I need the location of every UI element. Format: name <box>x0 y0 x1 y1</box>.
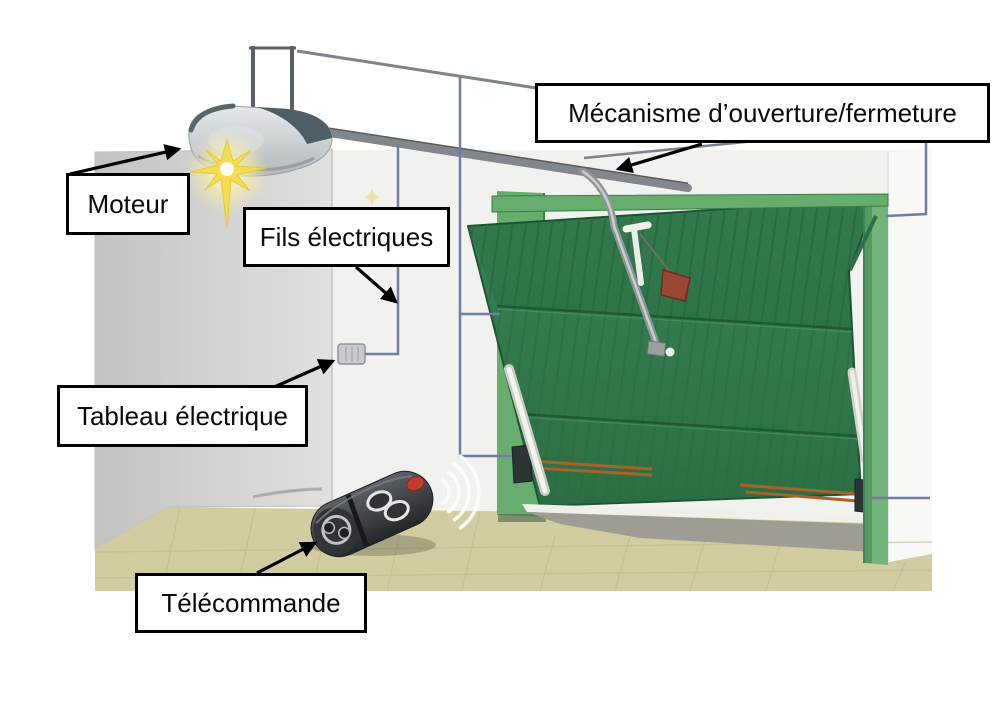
door-lever-arms <box>504 364 870 496</box>
right-wall-face <box>888 150 932 561</box>
wire-corner-drop <box>885 124 928 218</box>
right-diagonal-arm <box>848 215 878 271</box>
door-panel-seams <box>496 304 859 438</box>
annotation-arrows <box>69 142 703 575</box>
left-post-shadow <box>498 514 546 522</box>
label-tableau-electrique-text: Tableau électrique <box>76 401 289 431</box>
label-moteur-text: Moteur <box>87 189 169 219</box>
door-panel-seam-highlights <box>496 308 859 440</box>
label-tableau-electrique: Tableau électrique <box>57 385 308 447</box>
remote-button-1 <box>366 490 393 512</box>
ceiling-support-bar <box>296 49 563 94</box>
label-fils-electriques-text: Fils électriques <box>259 222 434 252</box>
small-sparkle-icon <box>364 188 380 206</box>
motor-dark-band <box>256 107 332 144</box>
light-burst-icon <box>185 130 269 229</box>
arm-bracket-dot <box>665 347 675 357</box>
curved-door-arm-highlight <box>581 169 660 349</box>
motor-top-rim <box>188 103 236 133</box>
label-mecanisme-text: Mécanisme d’ouverture/fermeture <box>568 98 957 128</box>
label-telecommande: Télécommande <box>135 573 367 633</box>
arrow-fils-electriques <box>354 265 398 304</box>
door-panel-top-band <box>468 199 876 330</box>
remote-control <box>310 470 434 558</box>
electrical-panel <box>337 343 366 365</box>
door-frame-top-bar <box>491 193 889 213</box>
remote-button-2 <box>383 499 410 522</box>
handle-cord <box>639 233 672 274</box>
label-mecanisme: Mécanisme d’ouverture/fermeture <box>535 83 990 143</box>
door-floor-shadow <box>527 512 874 552</box>
door-connector-left <box>511 444 533 484</box>
opening-mechanism <box>296 49 927 357</box>
door-spring-bars <box>530 459 859 503</box>
label-fils-electriques: Fils électriques <box>243 207 450 267</box>
t-bracket-vertical <box>631 226 644 286</box>
t-bracket-horizontal <box>622 221 652 233</box>
radio-waves-icon <box>441 454 481 530</box>
arrow-moteur <box>69 144 182 176</box>
label-moteur: Moteur <box>66 173 190 235</box>
right-post-shade <box>864 195 872 563</box>
arrow-mecanisme <box>615 142 703 173</box>
garage-door <box>467 191 889 565</box>
arm-bracket <box>646 340 667 357</box>
door-handle <box>660 269 691 302</box>
floor-cable <box>252 487 323 499</box>
arrow-tableau-electrique <box>271 359 336 390</box>
remote-ring-button <box>321 514 352 545</box>
drive-rail <box>306 126 692 192</box>
label-telecommande-text: Télécommande <box>161 588 341 618</box>
door-sill <box>522 504 868 523</box>
remote-red-button <box>406 476 425 492</box>
arrow-telecommande <box>256 541 318 575</box>
